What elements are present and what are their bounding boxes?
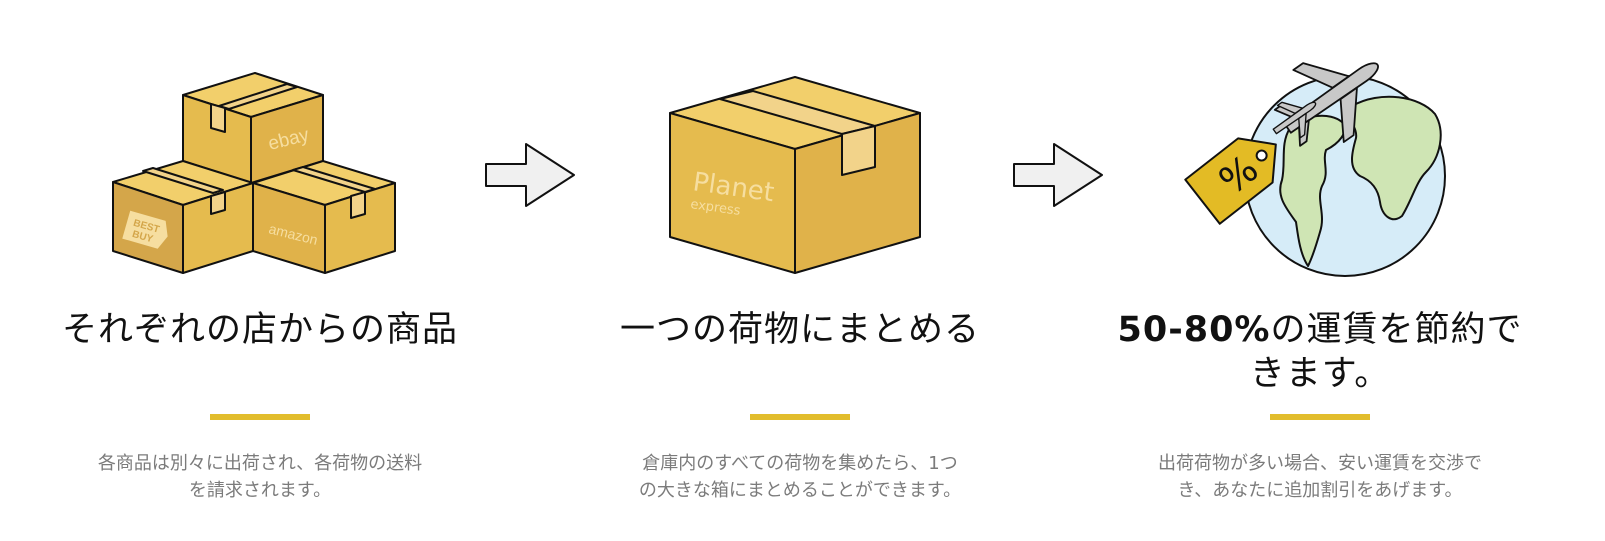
step-2-underline <box>750 414 850 420</box>
step-1-title: それぞれの店からの商品 <box>61 310 458 350</box>
step-1-description-line-2: を請求されます。 <box>188 480 332 501</box>
step-3-description-line-2: き、あなたに追加割引をあげます。 <box>1177 480 1463 501</box>
step-3-underline <box>1270 414 1370 420</box>
three-boxes-icon: ebay amazon BEST BUY <box>30 40 490 290</box>
step-3-description-line-1: 出荷荷物が多い場合、安い運賃を交渉で <box>1158 453 1482 474</box>
step-2-description-line-2: の大きな箱にまとめることができます。 <box>638 480 962 501</box>
step-3-title: 50-80%の運賃を節約で きます。 <box>1090 308 1550 396</box>
step-3-title-line-2: きます。 <box>1249 354 1391 394</box>
bestbuy-logo: BEST BUY <box>122 210 168 249</box>
step-2-description-line-1: 倉庫内のすべての荷物を集めたら、1つ <box>642 453 958 474</box>
planet-express-subtitle: express <box>689 197 741 219</box>
single-box-icon: Planet express <box>570 40 1030 290</box>
globe-plane-icon: % <box>1090 40 1550 290</box>
step-1-description-line-1: 各商品は別々に出荷され、各荷物の送料 <box>97 453 423 474</box>
step-3-description: 出荷荷物が多い場合、安い運賃を交渉で き、あなたに追加割引をあげます。 <box>1130 450 1510 504</box>
step-separate-stores: ebay amazon BEST BUY それぞれの店からの商品 各商品は別々に… <box>30 0 490 541</box>
step-2-description: 倉庫内のすべての荷物を集めたら、1つ の大きな箱にまとめることができます。 <box>610 450 990 504</box>
right-arrow-icon <box>1010 140 1110 210</box>
step-1-description: 各商品は別々に出荷され、各荷物の送料 を請求されます。 <box>70 450 450 504</box>
step-consolidate: Planet express 一つの荷物にまとめる 倉庫内のすべての荷物を集めた… <box>570 0 1030 541</box>
price-tag-icon: % <box>1184 137 1277 225</box>
savings-percentage: 50-80% <box>1117 310 1271 350</box>
step-3-title-line-1: の運賃を節約で <box>1270 310 1523 350</box>
step-2-title: 一つの荷物にまとめる <box>619 310 980 350</box>
right-arrow-icon <box>482 140 582 210</box>
step-1-underline <box>210 414 310 420</box>
step-save-shipping: % 50-80%の運賃を節約で きます。 出荷荷物が多い場合、安い運賃を交渉で … <box>1090 0 1550 541</box>
